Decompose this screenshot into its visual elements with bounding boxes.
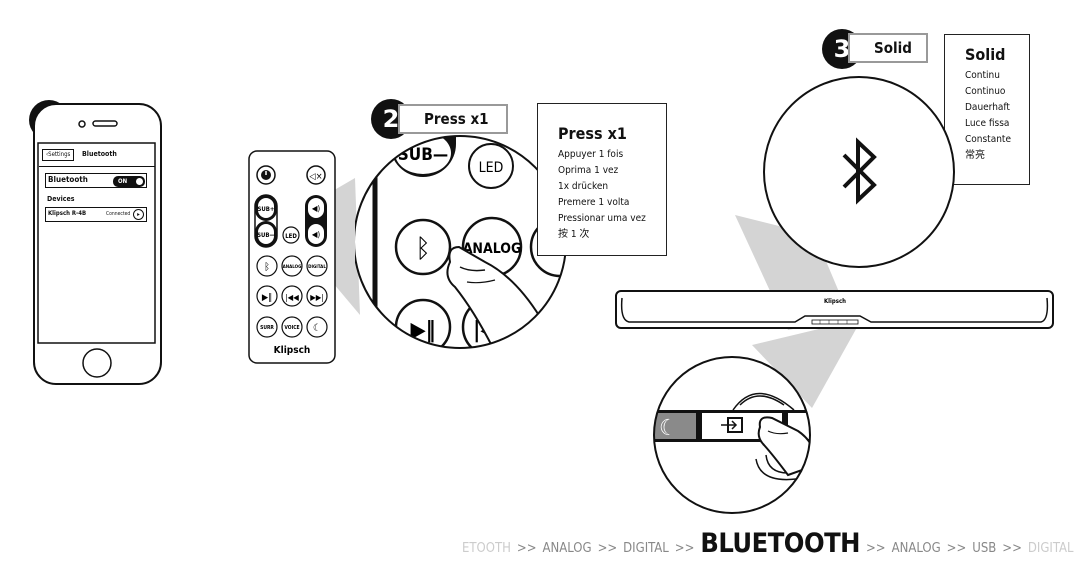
soundbar-zoom-circle: ☾	[653, 356, 811, 514]
zoom-bluetooth-button	[394, 218, 452, 276]
analog-button	[281, 255, 303, 277]
bluetooth-toggle-row: Bluetooth ON	[45, 173, 147, 188]
soundbar-brand-logo: Klipsch	[824, 298, 846, 305]
source-separator: >>	[1002, 541, 1022, 556]
remote-brand-logo: Klipsch	[274, 345, 311, 356]
press-legend-line: Premere 1 volta	[558, 197, 630, 208]
toggle-knob	[135, 177, 144, 186]
device-status: Connected	[106, 211, 131, 217]
remote-control: ◁× SUB+ SUB— ◀) ◀) LED ᛒ ANALOG DIGITAL …	[248, 150, 336, 364]
next-button	[306, 285, 328, 307]
sub-minus-label: SUB—	[257, 232, 275, 239]
devices-header: Devices	[47, 195, 75, 203]
play-pause-button	[256, 285, 278, 307]
device-row[interactable]: Klipsch R-4B Connected ▸	[45, 207, 147, 222]
back-chevron-icon: ‹	[46, 151, 49, 158]
source-separator: >>	[946, 541, 967, 556]
press-legend-line: Oprima 1 vez	[558, 165, 619, 176]
zoom-bluetooth-icon: ᛒ	[415, 234, 431, 264]
source-separator: >>	[674, 541, 695, 556]
voice-button	[281, 316, 303, 338]
toggle-on-label: ON	[118, 178, 128, 185]
step-2-label: Press x1	[398, 104, 508, 134]
solid-legend-line: Dauerhaft	[965, 102, 1010, 113]
source-item: ANALOG	[542, 541, 592, 556]
bluetooth-toggle-switch[interactable]: ON	[113, 176, 145, 187]
zoom-analog-label: ANALOG	[463, 241, 522, 257]
phone-screen: ‹Settings Bluetooth Bluetooth ON Devices…	[39, 144, 155, 342]
voice-label: VOICE	[284, 325, 299, 331]
solid-legend-line: Continu	[965, 70, 1000, 81]
phone-back-label: Settings	[48, 151, 71, 158]
solid-legend-line: Luce fissa	[965, 118, 1010, 129]
source-separator: >>	[516, 541, 537, 556]
solid-legend: Solid Continu Continuo Dauerhaft Luce fi…	[944, 34, 1030, 185]
press-legend-line: 1x drücken	[558, 181, 609, 192]
bluetooth-indicator-circle	[763, 76, 955, 268]
bluetooth-row-label: Bluetooth	[48, 175, 88, 184]
zoom-play-icon: ▶‖	[410, 318, 435, 343]
surround-label: SURR	[260, 325, 274, 331]
play-pause-icon: ▶‖	[262, 293, 272, 303]
soundbar-control-strip	[811, 319, 859, 325]
zoom-night-icon: ☾	[659, 416, 677, 441]
device-info-icon[interactable]: ▸	[133, 209, 144, 220]
source-separator: >>	[597, 541, 618, 556]
solid-legend-line: 常亮	[965, 150, 985, 161]
source-item-active: BLUETOOTH	[700, 528, 860, 559]
press-legend-line: 按 1 次	[558, 229, 590, 240]
zoom-led-button	[468, 143, 514, 189]
soundbar: Klipsch	[615, 290, 1054, 329]
press-legend-line: Pressionar uma vez	[558, 213, 646, 224]
night-mode-button	[306, 316, 328, 338]
source-separator: >>	[866, 541, 886, 556]
source-item: ETOOTH	[462, 541, 511, 556]
moon-icon: ☾	[313, 323, 321, 334]
led-button	[282, 226, 300, 244]
source-sequence-bar: ETOOTH >> ANALOG >> DIGITAL >> BLUETOOTH >> ANAL…	[462, 528, 1074, 559]
source-item: DIGITAL	[1027, 541, 1074, 556]
previous-button	[281, 285, 303, 307]
press-legend-title: Press x1	[558, 124, 627, 143]
step-3-label: Solid	[848, 33, 928, 63]
next-icon: ▶▶|	[310, 293, 324, 302]
solid-legend-title: Solid	[965, 45, 1006, 64]
device-name: Klipsch R-4B	[48, 210, 87, 217]
phone-title: Bluetooth	[82, 150, 117, 158]
digital-label: DIGITAL	[308, 264, 326, 270]
source-item: DIGITAL	[623, 541, 669, 556]
volume-up-icon: ◀)	[312, 204, 321, 213]
remote-zoom-circle: SUB— LED ᛒ ANALOG DI ▶‖ |◀◀	[355, 135, 567, 349]
solid-legend-line: Continuo	[965, 86, 1006, 97]
zoom-led-label: LED	[479, 160, 504, 176]
zoom-sub-minus-label: SUB—	[398, 145, 448, 165]
phone-home-button-icon	[82, 348, 112, 378]
analog-label: ANALOG	[283, 264, 303, 270]
digital-button	[306, 255, 328, 277]
led-label: LED	[285, 233, 297, 240]
phone-camera-icon	[78, 120, 86, 128]
bluetooth-button	[256, 255, 278, 277]
bluetooth-icon: ᛒ	[264, 262, 270, 273]
sub-plus-label: SUB+	[258, 206, 275, 213]
solid-legend-line: Constante	[965, 134, 1011, 145]
mute-button	[306, 165, 326, 185]
previous-icon: |◀◀	[285, 293, 299, 302]
phone-back-button[interactable]: ‹Settings	[42, 149, 75, 161]
source-item: USB	[972, 541, 997, 556]
mute-icon: ◁×	[308, 172, 322, 182]
press-legend-line: Appuyer 1 fois	[558, 149, 624, 160]
bluetooth-solid-icon	[842, 137, 877, 205]
surround-button	[256, 316, 278, 338]
phone-nav-bar: ‹Settings Bluetooth	[39, 144, 155, 167]
source-item: ANALOG	[891, 541, 941, 556]
zoom-finger-icon	[757, 416, 810, 477]
phone-speaker-icon	[92, 120, 118, 127]
volume-down-icon: ◀)	[312, 230, 321, 239]
press-legend: Press x1 Appuyer 1 fois Oprima 1 vez 1x …	[537, 103, 667, 256]
